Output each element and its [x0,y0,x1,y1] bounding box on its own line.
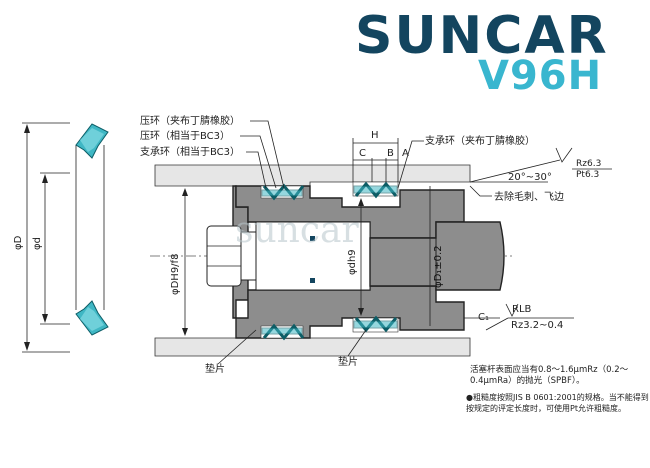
roughness-note: ●粗糙度按照JIS B 0601:2001的规格。当不能得到 按规定的评定长度时… [466,392,649,414]
label-phi-small-d: φd [32,237,43,250]
leader-3 [246,151,267,189]
dim-dh-arrow-bottom [182,328,188,336]
roughness-symbol [555,147,573,163]
label-angle: 20°~30° [508,172,552,183]
dim-d-arrow-top [24,124,30,133]
note-line-4: 按规定的评定长度时，可使用Pt允许粗糙度。 [466,404,626,413]
seal-group-upper-left [260,183,305,201]
housing-top [154,164,471,187]
label-phi-dh: φDH9/f8 [170,254,181,295]
leader-gasket-right [347,329,367,357]
pin-top [310,236,315,241]
label-c1: C₁ [478,312,489,323]
label-phi-d1: φD₁±0.2 [433,245,444,288]
note-line-1: 活塞杆表面应当有0.8～1.6μmRz（0.2～ [470,365,629,375]
label-pt: Pt6.3 [576,170,599,180]
label-phi-d: φD [13,235,24,250]
label-a: A [402,148,409,159]
pin-bottom [310,278,315,283]
leader-4 [397,140,424,189]
dim-dh-arrow-top [182,188,188,196]
housing-bottom [154,337,471,357]
label-rz-range: Rz3.2~0.4 [511,320,563,331]
dim-dh9-arrow-bottom [358,308,364,316]
leader-1 [250,120,285,189]
seal-group-lower-right [352,315,399,333]
dim-dh9-arrow-top [358,198,364,206]
seal-profile: φD φd [13,122,109,353]
label-press-ring-bc3: 压环（相当于BC3） [140,129,230,142]
label-support-ring-bc3: 支承环（相当于BC3） [140,145,240,158]
seal-ll-fill [261,327,303,335]
seal-ul-fill [261,189,303,197]
label-deburr: 去除毛刺、飞边 [494,190,564,203]
seal-ur-fill [353,185,398,194]
callouts-right: 20°~30° Rz6.3 Pt6.3 去除毛刺、飞边 RLB Rz3.2~0.… [464,147,612,331]
model-code: V96H [478,53,603,99]
seal-group-upper-right [352,181,399,199]
seal-group-lower-left [260,323,305,341]
leader-gasket-left [217,329,257,365]
rlb-symbol [505,303,519,317]
bolt-shank [240,231,257,281]
seal-lr-fill [353,320,398,329]
surface-note: 活塞杆表面应当有0.8～1.6μmRz（0.2～ 0.4μmRa）的抛光（SPB… [470,365,628,387]
watermark: suncar [235,210,359,251]
label-rlb: RLB [512,304,532,315]
note-line-2: 0.4μmRa）的抛光（SPBF）。 [470,376,585,386]
seal-top-highlight [80,128,104,152]
leader-deburr [469,185,492,197]
label-phi-dh9: φdh9 [347,249,358,275]
label-gasket-left: 垫片 [205,362,225,375]
angle-line [469,159,561,183]
label-support-ring-fabric: 支承环（夹布丁腈橡胶） [425,134,535,147]
dim-small-d-arrow-top [42,174,48,183]
leader-2 [240,135,277,189]
label-press-ring-fabric: 压环（夹布丁腈橡胶） [140,114,240,127]
brand-logo: SUNCAR [355,6,609,66]
callouts-bottom: 垫片 垫片 [205,329,367,375]
dim-small-d-arrow-bottom [42,314,48,323]
note-line-3: ●粗糙度按照JIS B 0601:2001的规格。当不能得到 [466,393,649,402]
label-rz: Rz6.3 [576,159,601,169]
dim-d-arrow-bottom [24,342,30,351]
seal-bottom-highlight [80,307,104,331]
assembly: φDH9/f8 φdh9 φD₁±0.2 suncar [150,164,512,357]
label-b: B [387,148,394,159]
label-gasket-right: 垫片 [338,355,358,368]
label-c: C [359,148,366,159]
callouts-top: 压环（夹布丁腈橡胶） 压环（相当于BC3） 支承环（相当于BC3） H C B … [140,114,535,189]
leader-rlb [485,317,509,331]
label-h: H [371,130,379,141]
